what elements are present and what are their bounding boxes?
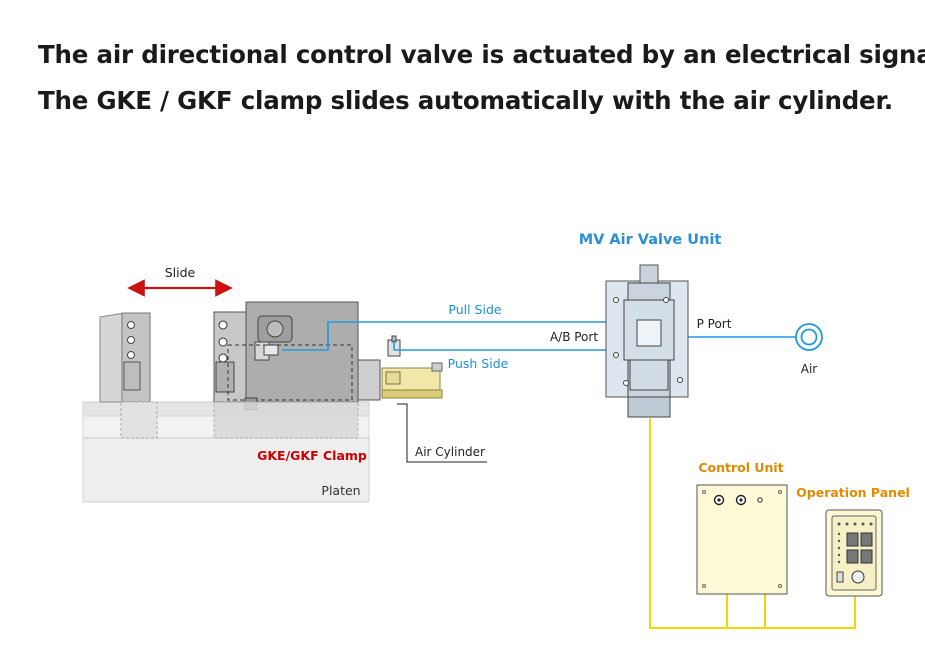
mv-air-valve-unit-title: MV Air Valve Unit	[579, 232, 722, 248]
control-unit-title: Control Unit	[698, 460, 783, 475]
air-cylinder-leader	[397, 403, 487, 463]
pull-side-label: Pull Side	[448, 302, 502, 317]
air-cylinder-label: Air Cylinder	[415, 445, 485, 459]
air-source-icon	[795, 323, 823, 351]
slide-label: Slide	[165, 265, 196, 280]
pull-side-air-line	[282, 321, 608, 351]
platen-label: Platen	[321, 483, 360, 498]
signal-cable	[649, 418, 856, 629]
mv-air-valve-unit	[605, 264, 689, 418]
operation-panel	[825, 509, 883, 597]
left-clamp-block	[99, 312, 158, 439]
operation-panel-title: Operation Panel	[796, 485, 910, 500]
control-unit	[696, 484, 788, 595]
push-side-label: Push Side	[448, 356, 509, 371]
air-label: Air	[801, 362, 818, 376]
ab-port-label: A/B Port	[550, 330, 598, 344]
gke-gkf-clamp	[213, 301, 359, 439]
push-side-air-line	[393, 340, 608, 351]
clamp-label: GKE/GKF Clamp	[257, 448, 367, 463]
headline-line-1: The air directional control valve is act…	[38, 40, 925, 69]
headline-line-2: The GKE / GKF clamp slides automatically…	[38, 86, 893, 115]
p-port-label: P Port	[697, 317, 732, 331]
air-cylinder	[357, 335, 443, 401]
